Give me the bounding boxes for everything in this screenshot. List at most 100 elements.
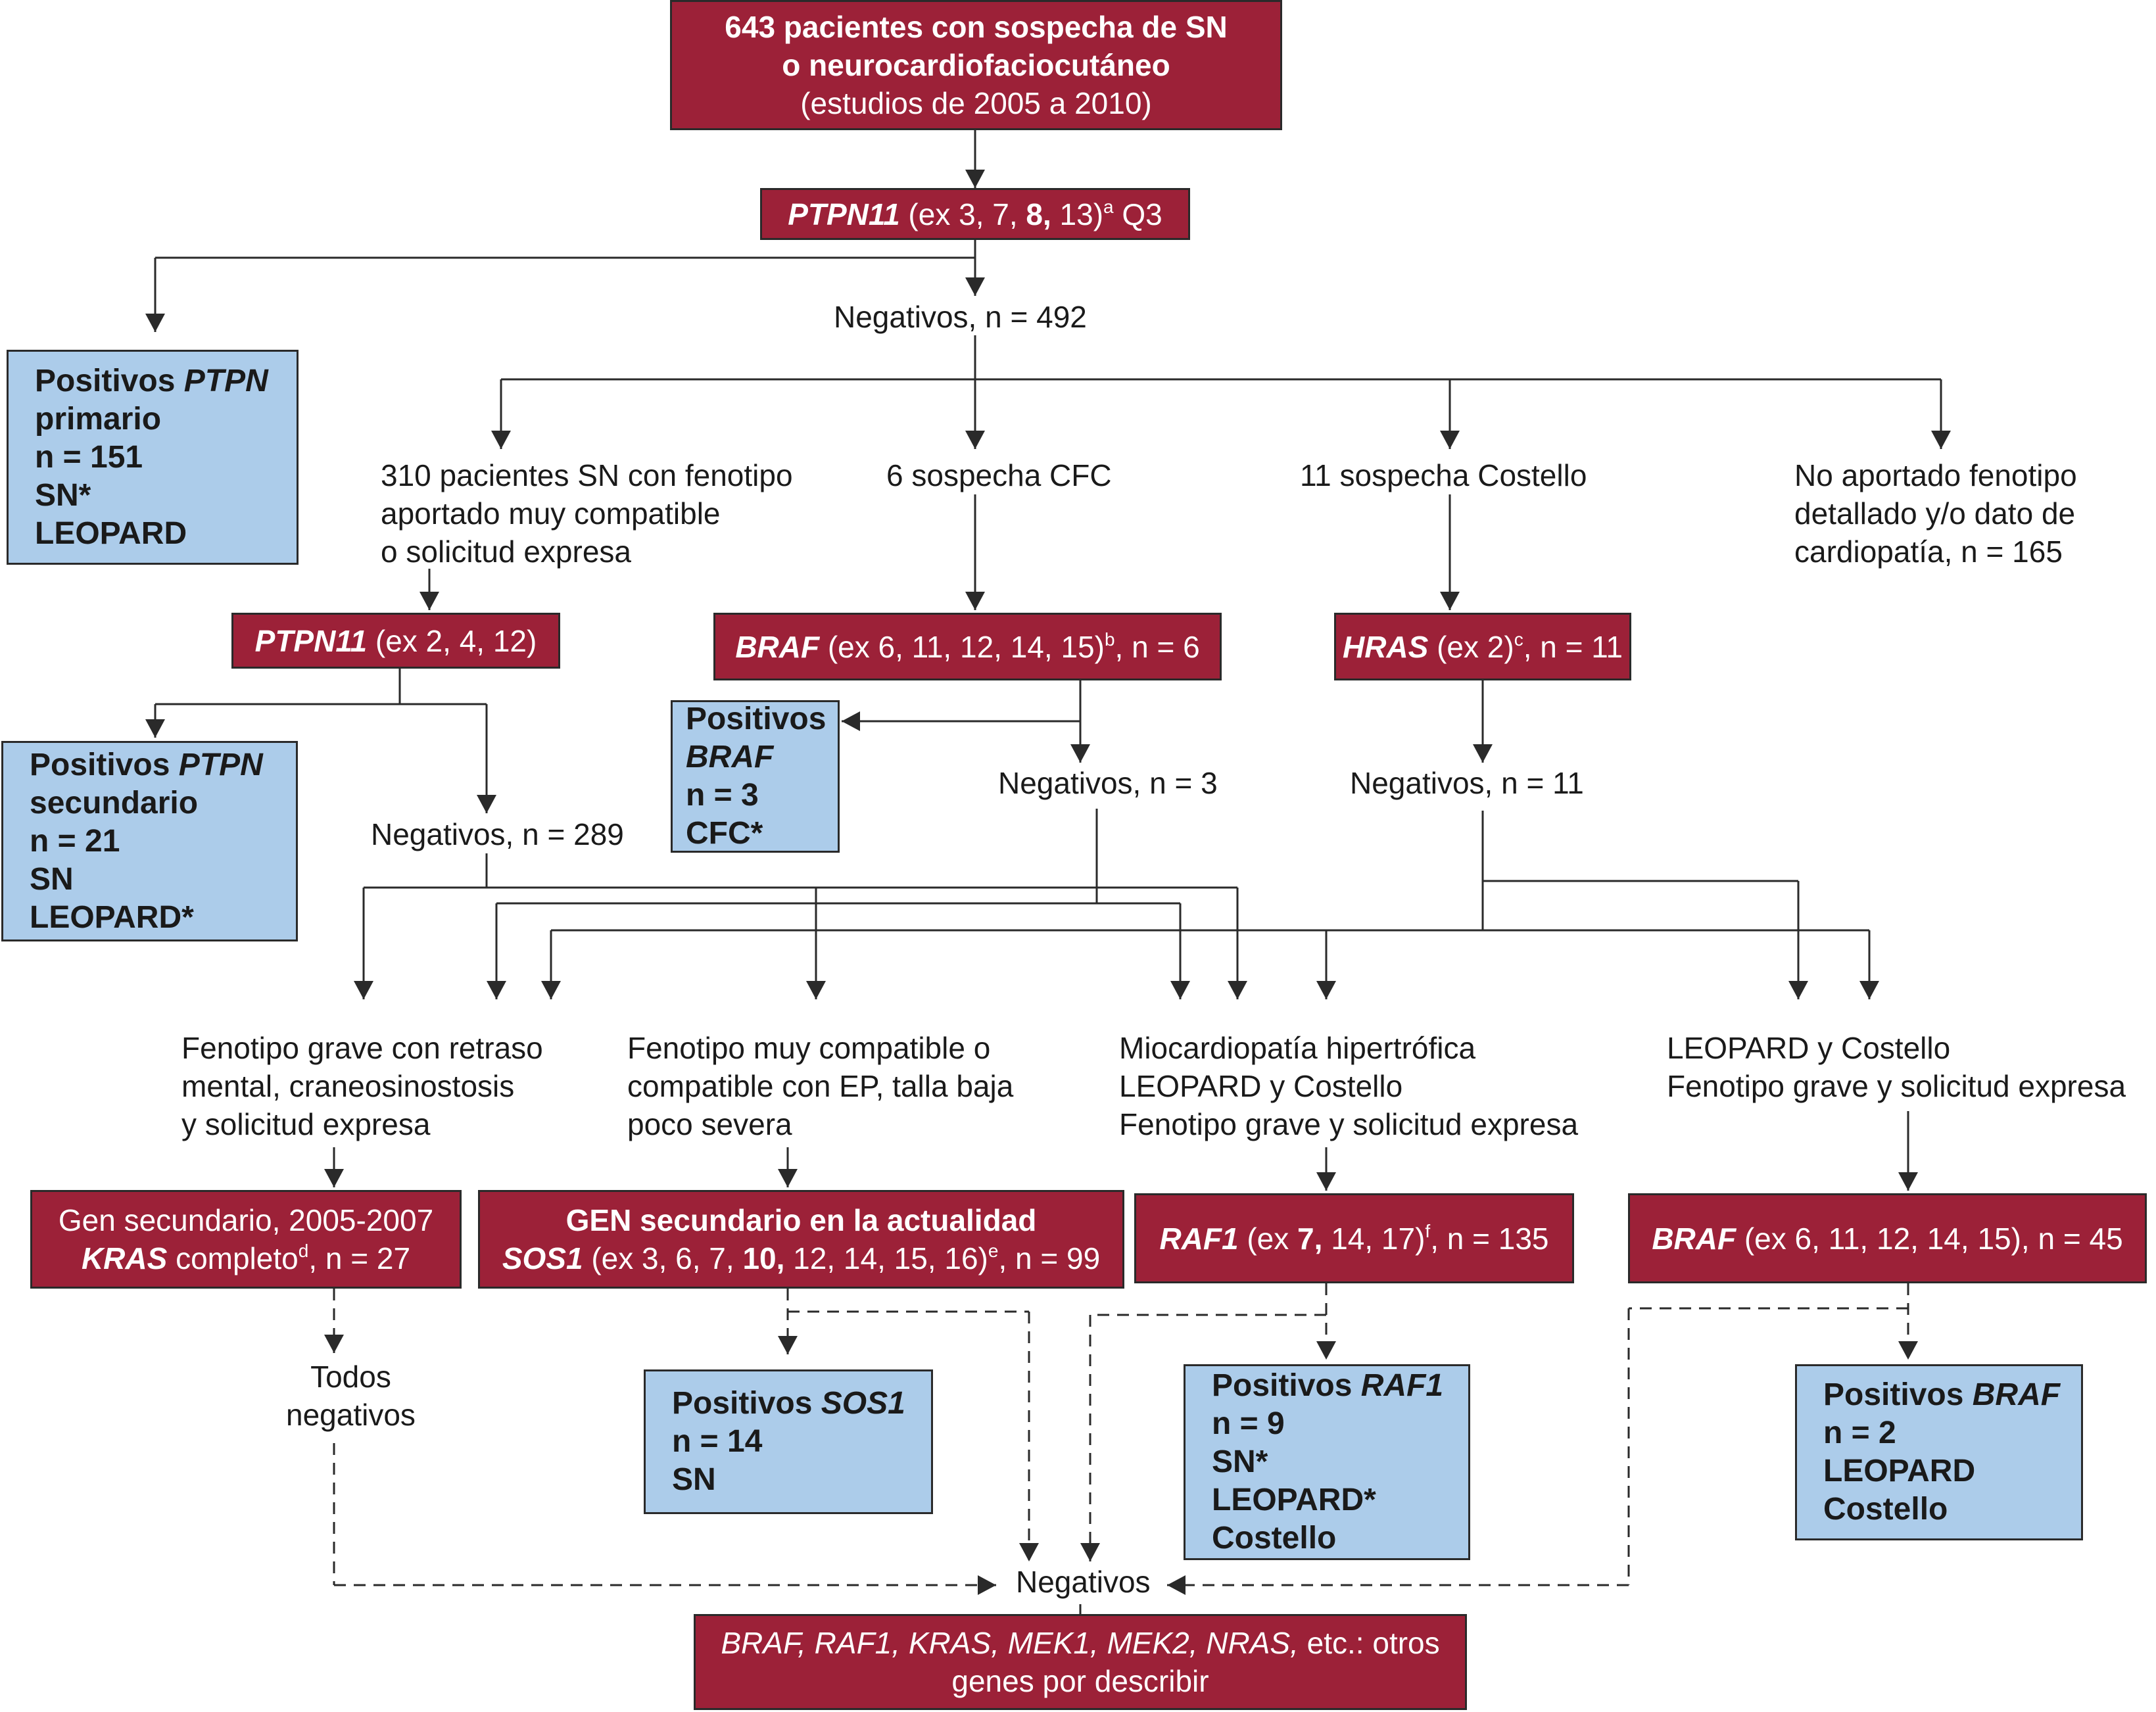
label-line: Positivos (686, 700, 826, 738)
label-line: Negativos, n = 289 (371, 815, 624, 853)
label-segment: a (1103, 196, 1114, 217)
label-segment: completo (167, 1241, 299, 1275)
label-line: negativos (286, 1396, 416, 1434)
arrow-head (1316, 981, 1336, 999)
arrow-head (778, 1336, 798, 1354)
label-line: n = 3 (686, 776, 759, 815)
label-segment: Negativos, n = 3 (998, 766, 1218, 800)
arrow-head (1167, 1575, 1186, 1595)
label-segment: LEOPARD (35, 515, 187, 551)
label-line: cardiopatía, n = 165 (1794, 533, 2077, 571)
label-segment: o neurocardiofaciocutáneo (782, 48, 1170, 82)
label-segment: b (1104, 629, 1115, 650)
label-segment: Negativos (1016, 1565, 1151, 1599)
label-line: Fenotipo grave y solicitud expresa (1119, 1105, 1578, 1143)
arrow-head (1316, 1172, 1336, 1191)
label-line: SN* (35, 477, 91, 515)
label-segment: SOS1 (821, 1386, 905, 1421)
label-line: BRAF (ex 6, 11, 12, 14, 15)b, n = 6 (735, 628, 1199, 666)
label-segment: 13) (1051, 197, 1104, 231)
label-segment: (ex 3, 7, (899, 197, 1026, 231)
label-segment: Negativos, n = 492 (834, 300, 1087, 334)
node-ep-phenotype: Fenotipo muy compatible o compatible con … (627, 1029, 1013, 1143)
label-segment: 7, (1297, 1221, 1323, 1256)
node-braf-cfc-test: BRAF (ex 6, 11, 12, 14, 15)b, n = 6 (713, 613, 1222, 680)
label-segment: n = 2 (1823, 1415, 1896, 1450)
label-line: LEOPARD* (1212, 1481, 1376, 1519)
arrow-head (1931, 431, 1951, 449)
label-line: 310 pacientes SN con fenotipo (381, 456, 793, 494)
label-segment: LEOPARD y Costello (1119, 1069, 1403, 1103)
label-segment: Negativos, n = 11 (1350, 766, 1584, 800)
label-segment: PTPN (183, 363, 268, 398)
label-line: n = 9 (1212, 1405, 1285, 1443)
arrow-head (541, 981, 561, 999)
node-ptpn11-primary-test: PTPN11 (ex 3, 7, 8, 13)a Q3 (760, 188, 1190, 240)
label-segment: aportado muy compatible (381, 496, 721, 531)
label-line: LEOPARD y Costello (1119, 1067, 1578, 1105)
label-segment: n = 3 (686, 778, 759, 813)
label-segment: (ex 2) (1428, 629, 1514, 664)
label-line: LEOPARD (1823, 1452, 1975, 1490)
label-line: PTPN11 (ex 2, 4, 12) (255, 622, 537, 660)
label-line: 6 sospecha CFC (886, 456, 1112, 494)
label-segment: , n = 27 (308, 1241, 411, 1275)
label-line: o neurocardiofaciocutáneo (782, 46, 1170, 84)
label-line: o solicitud expresa (381, 533, 793, 571)
node-ptpn11-secondary-test: PTPN11 (ex 2, 4, 12) (231, 613, 560, 669)
label-segment: Fenotipo grave con retraso (181, 1031, 543, 1065)
label-line: 643 pacientes con sospecha de SN (725, 8, 1227, 46)
label-line: aportado muy compatible (381, 494, 793, 533)
label-segment: Positivos (30, 747, 179, 782)
label-segment: SN (672, 1462, 716, 1497)
label-segment: Negativos, n = 289 (371, 817, 624, 851)
label-line: detallado y/o dato de (1794, 494, 2077, 533)
label-segment: n = 9 (1212, 1406, 1285, 1441)
label-segment: , n = 135 (1430, 1221, 1549, 1256)
arrow-head (965, 592, 985, 610)
label-segment: Fenotipo muy compatible o (627, 1031, 991, 1065)
label-segment: Positivos (1823, 1377, 1973, 1412)
label-segment: CFC* (686, 816, 763, 851)
label-line: Positivos SOS1 (672, 1385, 905, 1423)
node-6-suspected-cfc: 6 sospecha CFC (886, 456, 1112, 494)
label-line: Todos (286, 1358, 416, 1396)
arrow-head (1788, 981, 1808, 999)
label-segment: n = 14 (672, 1424, 763, 1459)
label-segment: n = 151 (35, 439, 143, 475)
label-segment: SN (30, 861, 74, 897)
arrow-head (324, 1169, 344, 1187)
arrow-head (324, 1335, 344, 1353)
label-segment: (ex 6, 11, 12, 14, 15) (819, 629, 1105, 664)
label-line: BRAF (ex 6, 11, 12, 14, 15), n = 45 (1652, 1220, 2122, 1258)
label-segment: c (1514, 629, 1523, 650)
label-segment: (ex (1238, 1221, 1298, 1256)
label-segment: 10, (742, 1241, 785, 1275)
label-segment: SN* (35, 477, 91, 513)
label-segment: Fenotipo grave y solicitud expresa (1667, 1069, 2126, 1103)
arrow-head (1316, 1341, 1336, 1360)
label-segment: , n = 6 (1114, 629, 1200, 664)
label-segment: compatible con EP, talla baja (627, 1069, 1014, 1103)
label-line: genes por describir (951, 1662, 1209, 1700)
label-segment: (ex 6, 11, 12, 14, 15), n = 45 (1736, 1221, 2123, 1256)
label-segment: , n = 11 (1523, 629, 1623, 664)
label-line: HRAS (ex 2)c, n = 11 (1343, 628, 1623, 666)
label-segment: Positivos (672, 1386, 821, 1421)
arrow-head (778, 1169, 798, 1187)
label-line: secundario (30, 784, 198, 822)
label-line: Fenotipo muy compatible o (627, 1029, 1013, 1067)
label-segment: d (298, 1241, 309, 1261)
label-segment: Fenotipo grave y solicitud expresa (1119, 1107, 1579, 1141)
label-segment: HRAS (1342, 629, 1429, 664)
label-segment: Q3 (1113, 197, 1162, 231)
label-segment: Miocardiopatía hipertrófica (1119, 1031, 1476, 1065)
label-segment: detallado y/o dato de (1794, 496, 2076, 531)
